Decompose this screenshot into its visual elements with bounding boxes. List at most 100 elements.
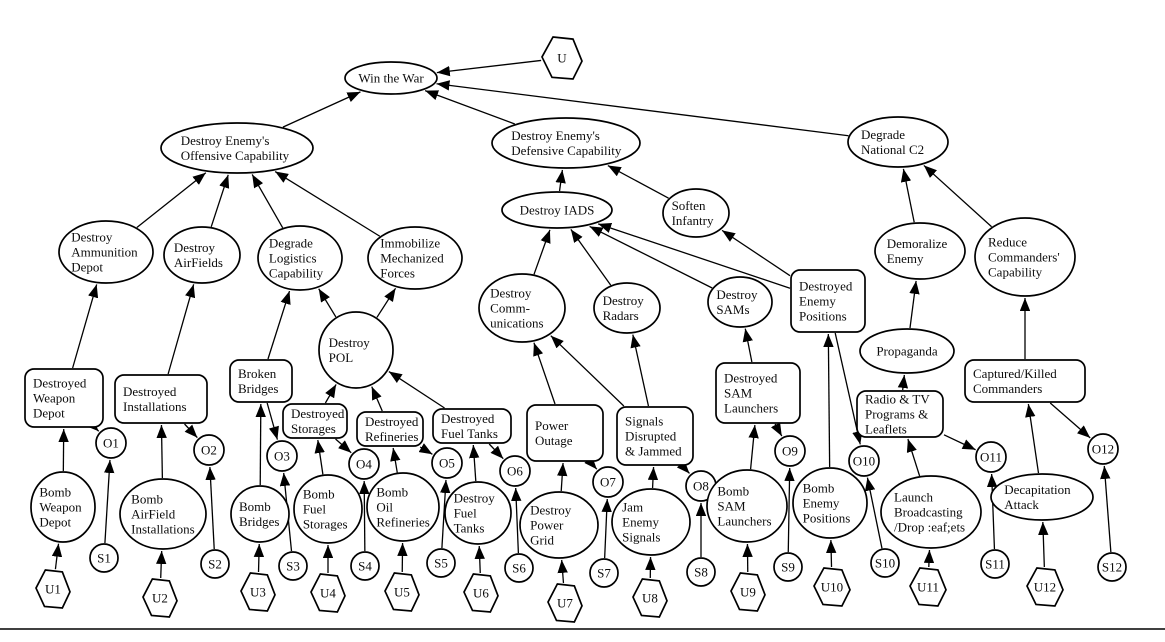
s4-circle <box>350 551 380 581</box>
label-o1-line-1: O1 <box>103 436 119 451</box>
edge-s11-to-o11 <box>986 473 998 550</box>
u2-hexagon <box>142 578 178 618</box>
degrade-logistics-capability-ellipse <box>257 225 343 291</box>
edge-s7-to-o7 <box>601 498 612 559</box>
label-soften-infantry-line-2: Infantry <box>672 213 714 228</box>
broken-bridges-rect <box>229 359 293 403</box>
label-bomb-airfield-installations-line-2: AirField <box>131 507 176 522</box>
s6-circle <box>504 553 534 583</box>
edge-st-power-to-comms <box>533 342 556 405</box>
node-o3: O3 <box>266 440 298 472</box>
edge-a10-to-st-positions <box>823 333 834 468</box>
reduce-commanders-capability-ellipse <box>974 217 1076 297</box>
label-demoralize-enemy-line-2: Enemy <box>887 251 924 266</box>
o1-circle <box>95 427 127 459</box>
edge-demoralize-to-c2 <box>900 168 915 223</box>
label-o12-line-1: O12 <box>1092 442 1114 457</box>
label-o7-line-1: O7 <box>600 475 616 490</box>
u10-hexagon <box>813 567 851 607</box>
label-destroyed-installations-line-1: Destroyed <box>123 384 177 399</box>
node-u12: U12 <box>1026 567 1064 607</box>
label-degrade-national-c2-line-1: Degrade <box>861 127 905 142</box>
node-s8: S8 <box>686 557 716 587</box>
edge-s2-to-o2 <box>205 466 216 550</box>
launch-broadcasting-drop-eaf-ets-ellipse <box>880 475 982 549</box>
edge-st-fueltanks-to-o6 <box>488 443 504 460</box>
label-degrade-national-c2-line-2: National C2 <box>861 142 924 157</box>
label-launch-broadcasting-drop-eaf-ets-line-3: /Drop :eaf;ets <box>894 520 965 535</box>
node-u4: U4 <box>310 573 346 613</box>
destroyed-installations-rect <box>114 374 208 424</box>
label-s4-line-1: S4 <box>358 559 372 574</box>
label-destroy-enemy-s-offensive-capability-line-1: Destroy Enemy's <box>181 133 270 148</box>
label-u7-line-1: U7 <box>557 596 573 611</box>
edge-u0-to-win <box>436 59 542 77</box>
node-o1: O1 <box>95 427 127 459</box>
node-u2: U2 <box>142 578 178 618</box>
label-bomb-weapon-depot-line-1: Bomb <box>39 485 71 500</box>
label-jam-enemy-signals-line-3: Signals <box>622 530 660 545</box>
node-s12: S12 <box>1097 552 1127 582</box>
label-signals-disrupted-jammed-line-2: Disrupted <box>625 429 677 444</box>
label-captured-killed-commanders-line-2: Commanders <box>973 381 1042 396</box>
label-destroy-comm-unications-line-3: unications <box>490 316 543 331</box>
node-o2: O2 <box>193 434 225 466</box>
label-destroyed-refineries-line-2: Refineries <box>365 429 418 444</box>
label-degrade-logistics-capability-line-3: Capability <box>269 266 324 281</box>
bomb-oil-refineries-ellipse <box>366 472 440 542</box>
label-destroy-radars-line-1: Destroy <box>603 293 645 308</box>
label-s7-line-1: S7 <box>597 566 611 581</box>
edge-propaganda-to-demoralize <box>909 280 920 329</box>
label-reduce-commanders-capability-line-1: Reduce <box>988 235 1027 250</box>
label-destroy-iads-line-1: Destroy IADS <box>520 203 595 218</box>
edge-a3-to-st-bridges <box>255 403 266 486</box>
label-bomb-enemy-positions-line-1: Bomb <box>803 481 835 496</box>
edge-st-radio-to-propaganda <box>897 374 909 391</box>
label-o5-line-1: O5 <box>439 456 455 471</box>
bomb-enemy-positions-ellipse <box>792 467 868 539</box>
label-destroyed-sam-launchers-line-3: Launchers <box>724 401 778 416</box>
u12-hexagon <box>1026 567 1064 607</box>
edge-st-fueltanks-to-pol <box>388 370 445 409</box>
label-u12-line-1: U12 <box>1034 580 1056 595</box>
label-s3-line-1: S3 <box>286 559 300 574</box>
edge-logistics-to-offensive <box>251 174 284 229</box>
u1-hexagon <box>35 569 71 609</box>
label-destroy-fuel-tanks-line-2: Fuel <box>454 506 478 521</box>
label-u4-line-1: U4 <box>320 586 336 601</box>
destroy-comm-unications-ellipse <box>478 273 566 343</box>
label-o2-line-1: O2 <box>201 443 217 458</box>
label-destroyed-sam-launchers-line-2: SAM <box>724 386 753 401</box>
node-o11: O11 <box>975 441 1007 473</box>
edge-airfields-to-offensive <box>210 174 230 228</box>
node-s4: S4 <box>350 551 380 581</box>
label-destroyed-fuel-tanks-line-2: Fuel Tanks <box>441 426 498 441</box>
label-destroyed-refineries-line-1: Destroyed <box>365 414 419 429</box>
label-s12-line-1: S12 <box>1102 560 1122 575</box>
label-launch-broadcasting-drop-eaf-ets-line-1: Launch <box>894 490 933 505</box>
captured-killed-commanders-rect <box>964 359 1086 403</box>
label-destroyed-enemy-positions-line-2: Enemy <box>799 294 836 309</box>
node-u8: U8 <box>632 578 668 618</box>
edge-st-bridges-to-o3 <box>266 402 279 440</box>
destroyed-fuel-tanks-rect <box>432 408 512 444</box>
edge-u2-to-a2 <box>156 550 167 579</box>
label-destroy-radars-line-2: Radars <box>603 308 639 323</box>
edge-s9-to-o9 <box>784 467 795 553</box>
u4-hexagon <box>310 573 346 613</box>
destroy-iads-ellipse <box>501 191 613 229</box>
edge-u3-to-a3 <box>253 543 265 573</box>
u-hexagon <box>541 36 583 80</box>
u3-hexagon <box>240 572 276 612</box>
label-bomb-weapon-depot-line-2: Weapon <box>39 500 82 515</box>
s8-circle <box>686 557 716 587</box>
node-propaganda: Propaganda <box>859 328 955 374</box>
propaganda-ellipse <box>859 328 955 374</box>
